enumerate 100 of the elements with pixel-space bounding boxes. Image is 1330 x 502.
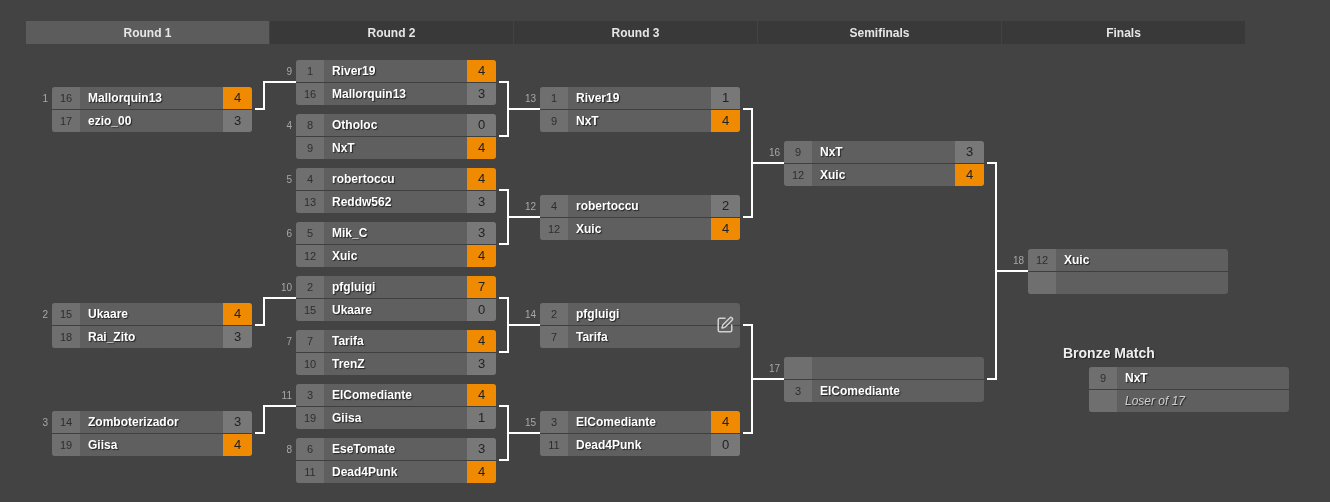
match-card [1089, 367, 1289, 412]
match-card [296, 222, 496, 267]
bracket-line [742, 162, 785, 218]
player-row [540, 195, 740, 217]
score-cell: 4 [223, 434, 252, 456]
seed-cell: 12 [296, 245, 324, 267]
match-card [540, 195, 740, 240]
player-name: Reddw562 [332, 194, 392, 211]
player-name: Xuic [1064, 252, 1090, 269]
player-row [296, 384, 496, 406]
match-card [296, 114, 496, 159]
player-name: Ukaare [332, 302, 373, 319]
seed-cell: 11 [296, 461, 324, 483]
seed-cell: 2 [540, 303, 568, 325]
player-row [296, 137, 496, 159]
seed-cell: 16 [296, 83, 324, 105]
player-row [296, 114, 496, 136]
player-row [784, 164, 984, 186]
player-name: Xuic [332, 248, 358, 265]
match-card [540, 87, 740, 132]
player-row [296, 461, 496, 483]
seed-cell: 18 [52, 326, 80, 348]
score-cell: 3 [467, 83, 496, 105]
match-card [296, 168, 496, 213]
seed-cell: 1 [296, 60, 324, 82]
score-cell: 4 [467, 384, 496, 406]
player-name: ElComediante [820, 383, 900, 400]
player-name: Xuic [576, 221, 602, 238]
score-cell: 3 [223, 326, 252, 348]
player-row [540, 326, 740, 348]
match-card [296, 438, 496, 483]
match-number: 8 [285, 443, 292, 457]
player-name: Mallorquin13 [332, 86, 406, 103]
seed-cell: 4 [540, 195, 568, 217]
player-name: Mallorquin13 [88, 90, 162, 107]
player-name: Rai_Zito [88, 329, 136, 346]
round-tab: Round 3 [514, 21, 757, 44]
seed-cell: 12 [784, 164, 812, 186]
player-row [52, 110, 252, 132]
score-cell: 4 [467, 168, 496, 190]
seed-cell: 12 [540, 218, 568, 240]
bracket-line [498, 432, 541, 461]
player-name: Giisa [332, 410, 362, 427]
player-row [540, 434, 740, 456]
round-tab: Round 1 [26, 21, 269, 44]
match-card [52, 87, 252, 132]
match-number: 7 [285, 335, 292, 349]
player-name: EseTomate [332, 441, 396, 458]
player-row [296, 276, 496, 298]
player-row [52, 434, 252, 456]
player-name: Loser of 17 [1125, 393, 1186, 410]
round-tab: Finals [1002, 21, 1245, 44]
score-cell: 0 [467, 114, 496, 136]
round-tab: Semifinals [758, 21, 1001, 44]
player-name: TrenZ [332, 356, 365, 373]
match-card [296, 60, 496, 105]
score-cell: 0 [711, 434, 740, 456]
seed-cell: 9 [296, 137, 324, 159]
player-row [540, 411, 740, 433]
player-row [1089, 367, 1289, 389]
match-number: 6 [285, 227, 292, 241]
match-number: 10 [279, 281, 292, 295]
score-cell: 3 [955, 141, 984, 163]
bracket-line [254, 405, 297, 434]
player-name: robertoccu [576, 198, 639, 215]
player-name: Otholoc [332, 117, 378, 134]
player-name: ezio_00 [88, 113, 132, 130]
seed-cell: 15 [52, 303, 80, 325]
seed-cell: 1 [540, 87, 568, 109]
player-name: Dead4Punk [332, 464, 398, 481]
player-row [296, 245, 496, 267]
player-name: pfgluigi [332, 279, 376, 296]
match-number: 9 [285, 65, 292, 79]
seed-cell: 11 [540, 434, 568, 456]
player-name: NxT [820, 144, 843, 161]
player-row [540, 110, 740, 132]
score-cell: 3 [467, 222, 496, 244]
seed-cell: 5 [296, 222, 324, 244]
player-name: Tarifa [332, 333, 364, 350]
seed-cell: 7 [540, 326, 568, 348]
score-cell: 0 [467, 299, 496, 321]
seed-cell: 15 [296, 299, 324, 321]
seed-cell: 17 [52, 110, 80, 132]
bracket-line [498, 324, 541, 353]
player-row [1089, 390, 1289, 412]
player-name: NxT [1125, 370, 1148, 387]
bracket-line [498, 108, 541, 137]
match-card [296, 384, 496, 429]
player-name: robertoccu [332, 171, 395, 188]
player-row [296, 168, 496, 190]
score-cell: 4 [223, 87, 252, 109]
score-cell: 1 [711, 87, 740, 109]
match-number: 15 [523, 416, 536, 430]
player-name: Mik_C [332, 225, 368, 242]
seed-cell: 7 [296, 330, 324, 352]
match-number: 2 [41, 308, 48, 322]
player-row [296, 407, 496, 429]
player-name: Giisa [88, 437, 118, 454]
seed-cell: 9 [784, 141, 812, 163]
score-cell: 4 [467, 461, 496, 483]
